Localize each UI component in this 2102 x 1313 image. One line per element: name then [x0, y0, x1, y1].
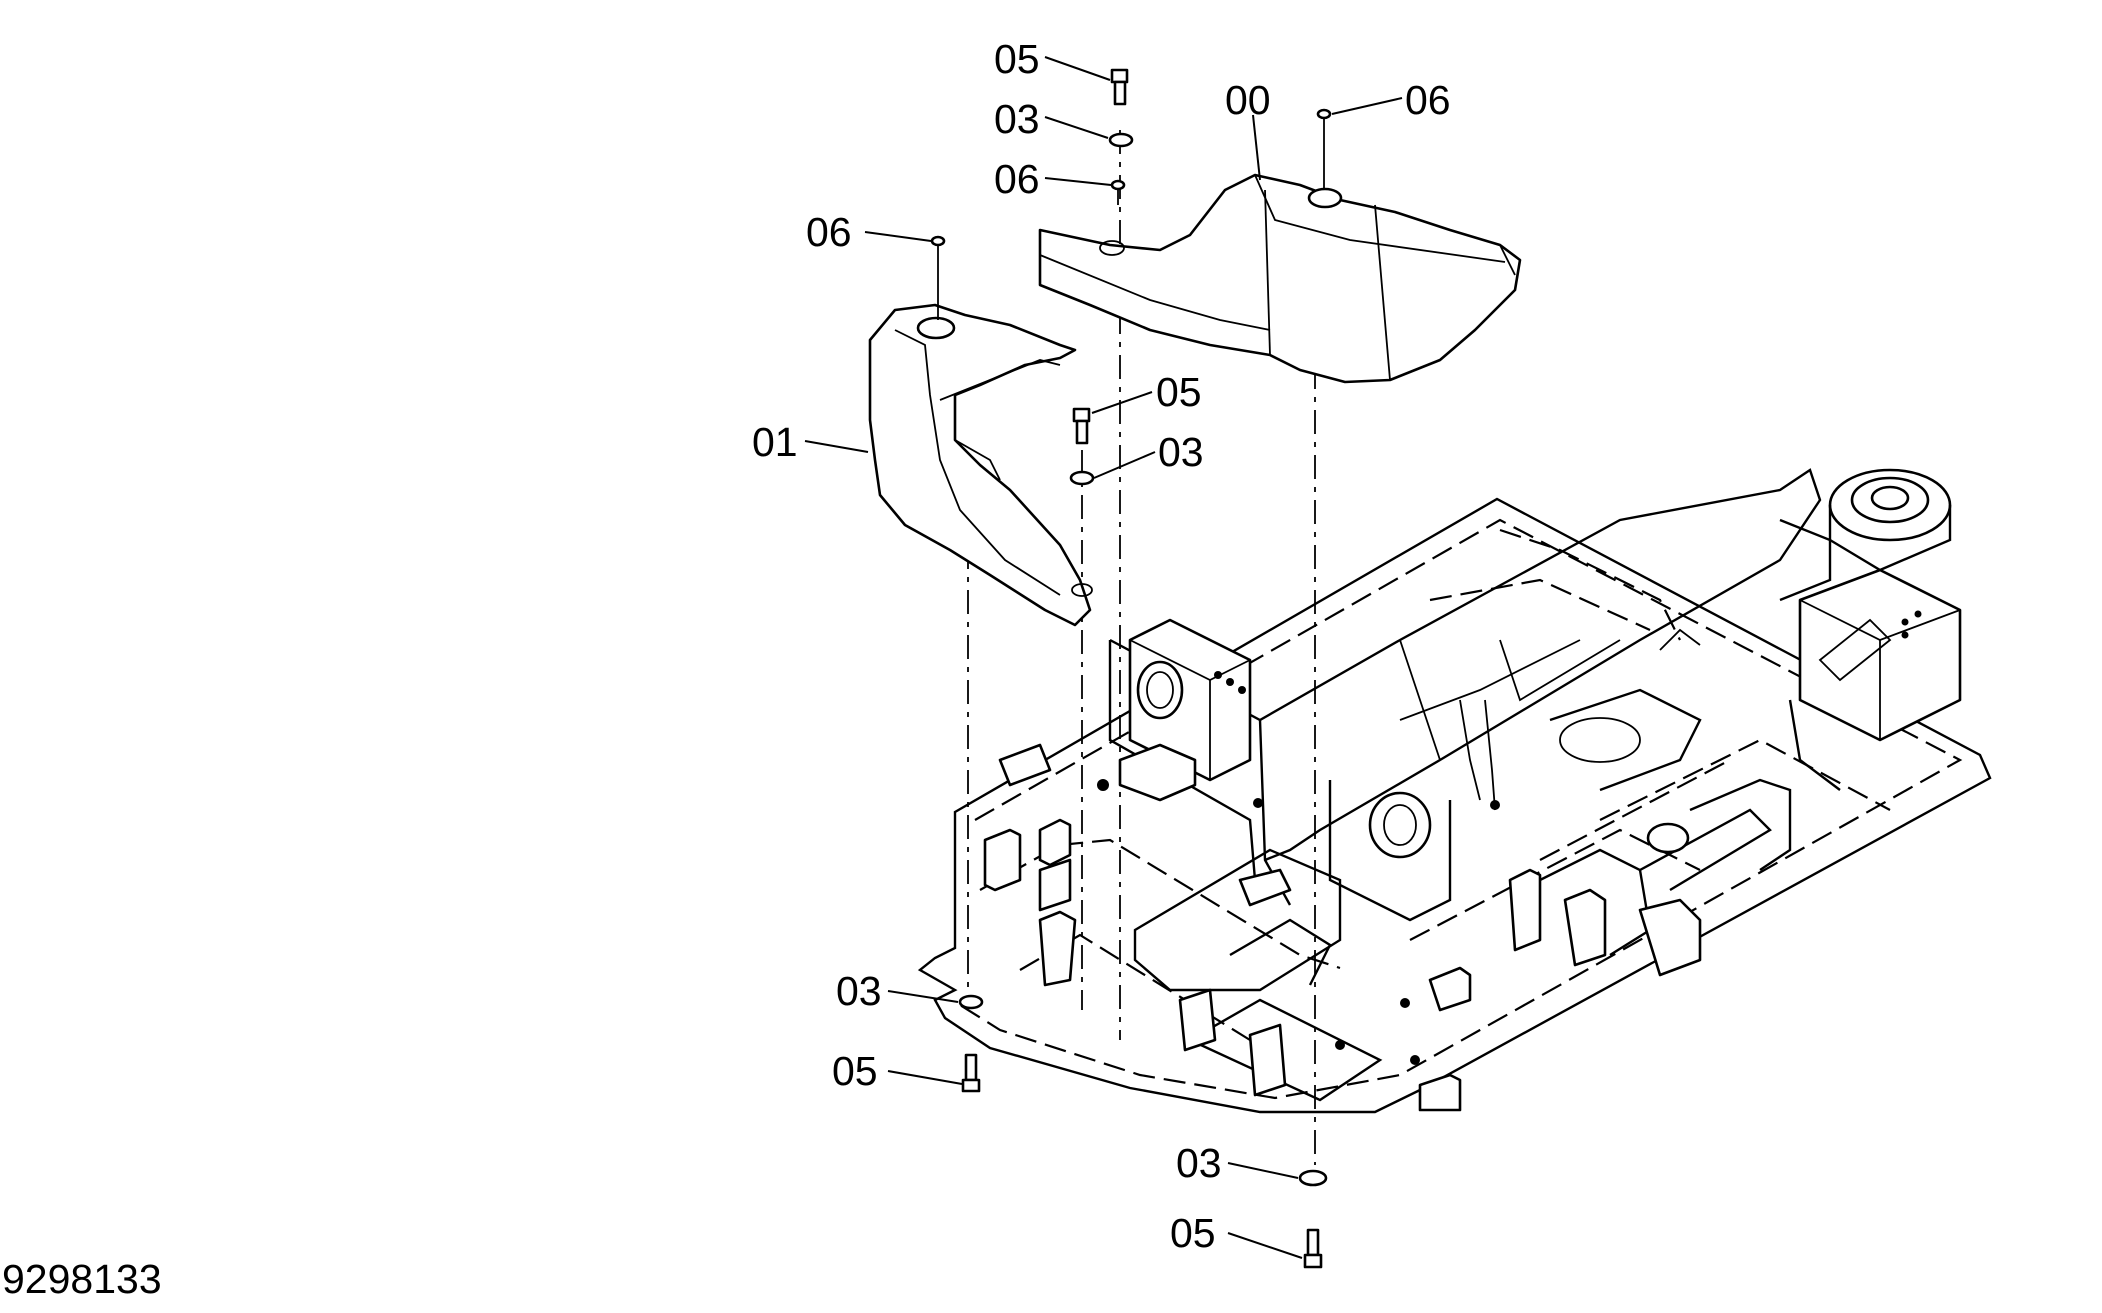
leader-lines [804, 56, 1403, 1259]
part-01-cover [868, 303, 1093, 627]
callout-05-top: 05 [994, 36, 1040, 82]
callout-06-top-mid: 06 [994, 156, 1040, 202]
callout-06-left: 06 [806, 209, 852, 255]
callout-06-top-right: 06 [1405, 77, 1451, 123]
hardware [930, 68, 1332, 1269]
part-00-cover [1038, 173, 1522, 384]
callout-05-bottom-left: 05 [832, 1048, 878, 1094]
callout-03-bottom-left: 03 [836, 968, 882, 1014]
callout-05-bottom-right: 05 [1170, 1210, 1216, 1256]
callout-05-mid: 05 [1156, 369, 1202, 415]
callout-labels: 05 03 06 00 06 06 01 05 03 03 05 03 05 [752, 36, 1451, 1256]
callout-03-top: 03 [994, 96, 1040, 142]
callout-01: 01 [752, 419, 798, 465]
callout-03-bottom-right: 03 [1176, 1140, 1222, 1186]
drawing-number: 9298133 [2, 1256, 162, 1302]
callout-03-mid: 03 [1158, 429, 1204, 475]
chassis-frame [917, 468, 1992, 1114]
callout-00: 00 [1225, 77, 1271, 123]
